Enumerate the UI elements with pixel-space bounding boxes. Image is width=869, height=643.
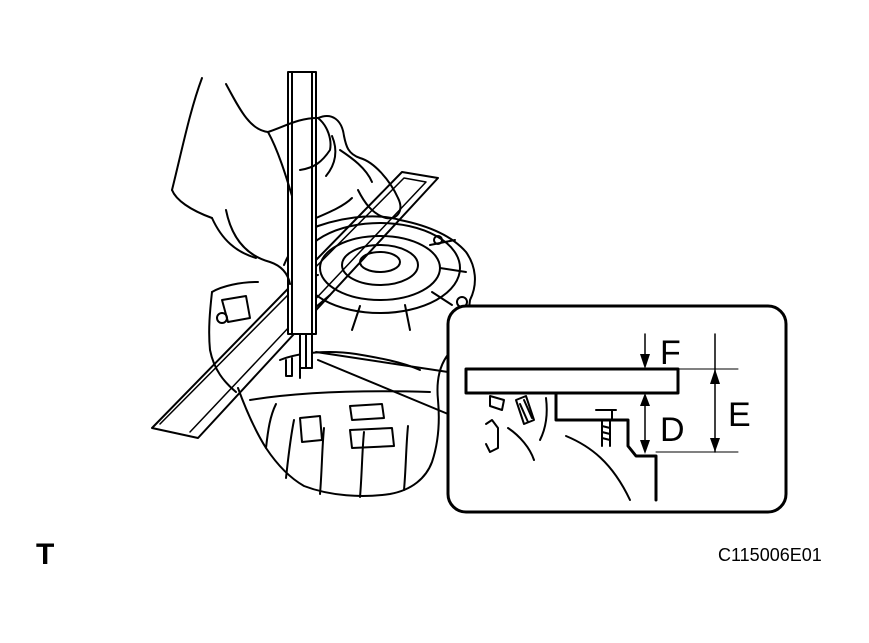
depth-gauge bbox=[287, 71, 317, 369]
figure-code: C115006E01 bbox=[718, 545, 822, 565]
detail-inset-frame bbox=[446, 304, 788, 514]
label-f: F bbox=[660, 334, 681, 372]
callout-leader bbox=[315, 351, 449, 415]
label-d: D bbox=[660, 411, 685, 449]
detail-inset bbox=[464, 333, 739, 502]
label-e: E bbox=[728, 396, 751, 434]
hand bbox=[171, 77, 402, 285]
corner-mark: T bbox=[36, 538, 55, 571]
